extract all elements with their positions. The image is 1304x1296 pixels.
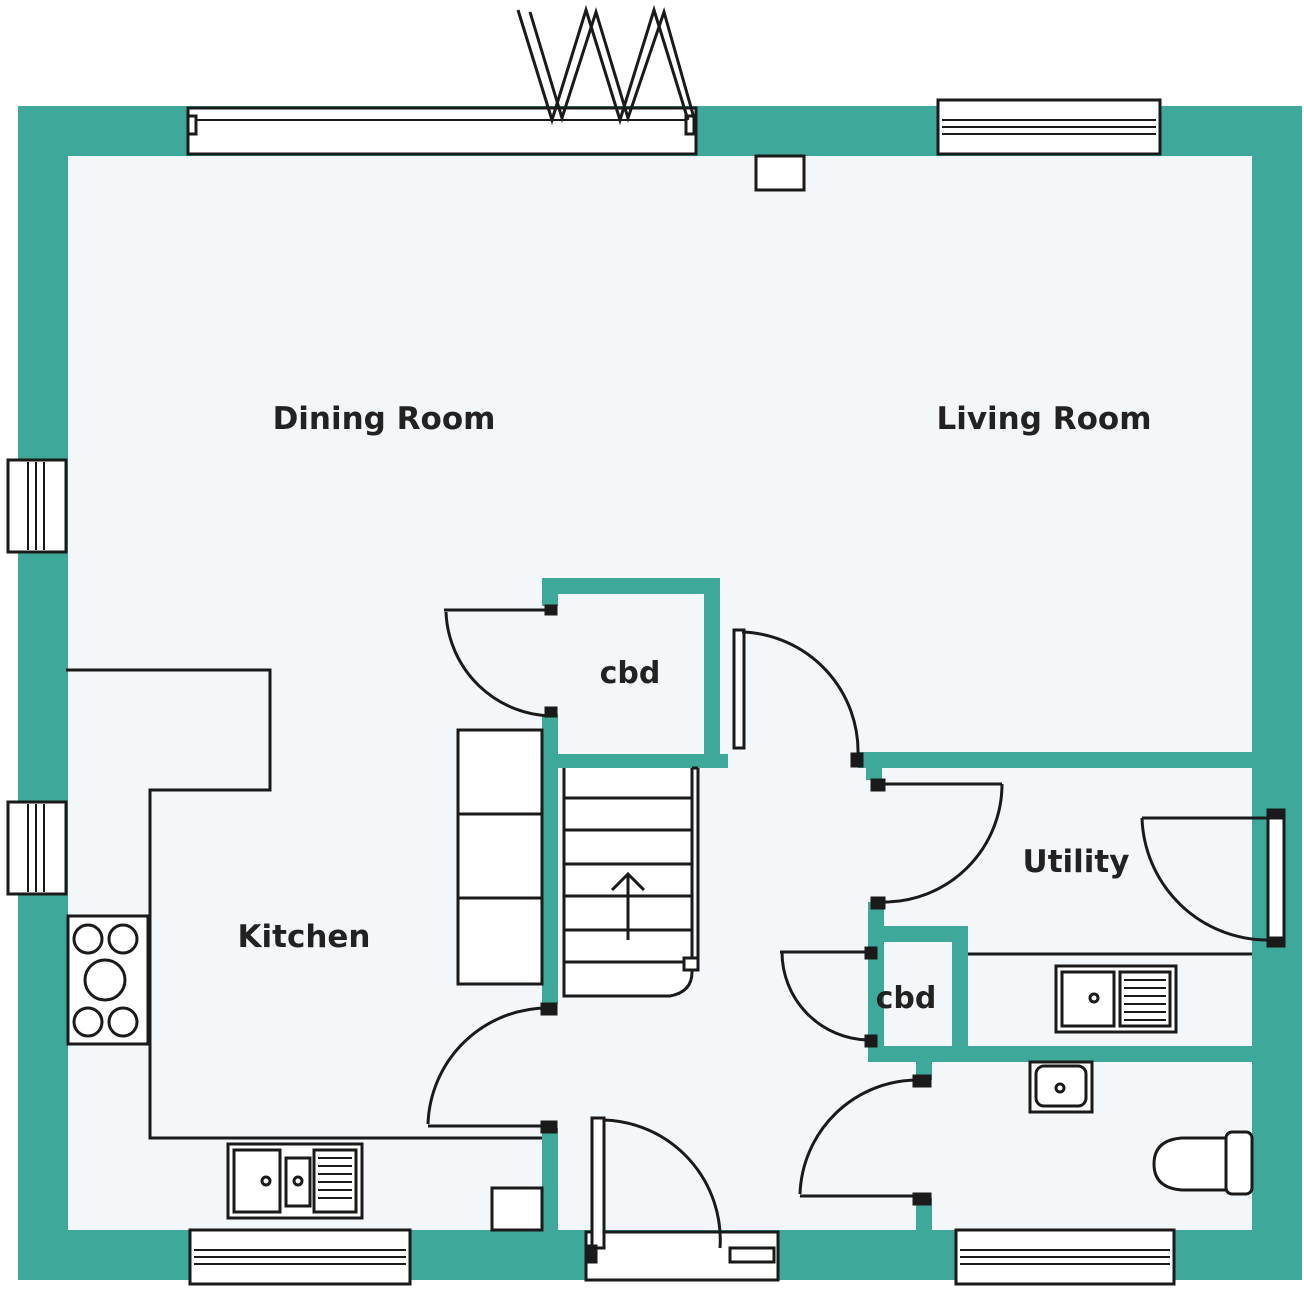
internal-walls [542, 578, 1252, 1230]
internal-doors [426, 604, 1286, 1206]
basin-icon [1028, 1060, 1094, 1114]
fridge-box [490, 1186, 544, 1232]
staircase [562, 766, 700, 998]
cupboard-lower-label: cbd [876, 981, 937, 1016]
kitchen-label: Kitchen [237, 919, 370, 955]
bifold-door-icon [516, 4, 696, 126]
window-bottom-right [954, 1228, 1176, 1286]
cupboard-upper-label: cbd [600, 656, 661, 691]
kitchen-worktop [66, 668, 542, 1140]
kitchen-island [456, 728, 544, 986]
toilet-icon [1152, 1130, 1254, 1196]
window-top-left [186, 106, 698, 156]
window-left-lower [6, 800, 68, 896]
utility-label: Utility [1023, 844, 1130, 880]
stair-direction-arrow-icon [610, 871, 646, 940]
utility-sink-icon [1054, 964, 1178, 1034]
hob-icon [66, 914, 150, 1046]
kitchen-sink-icon [226, 1142, 364, 1220]
dining-room-label: Dining Room [273, 401, 496, 437]
window-left-upper [6, 458, 68, 554]
front-door [584, 1116, 780, 1282]
window-bottom-left [188, 1228, 412, 1286]
living-room-label: Living Room [936, 401, 1151, 437]
window-top-right [936, 98, 1162, 156]
flue-box [754, 154, 806, 192]
